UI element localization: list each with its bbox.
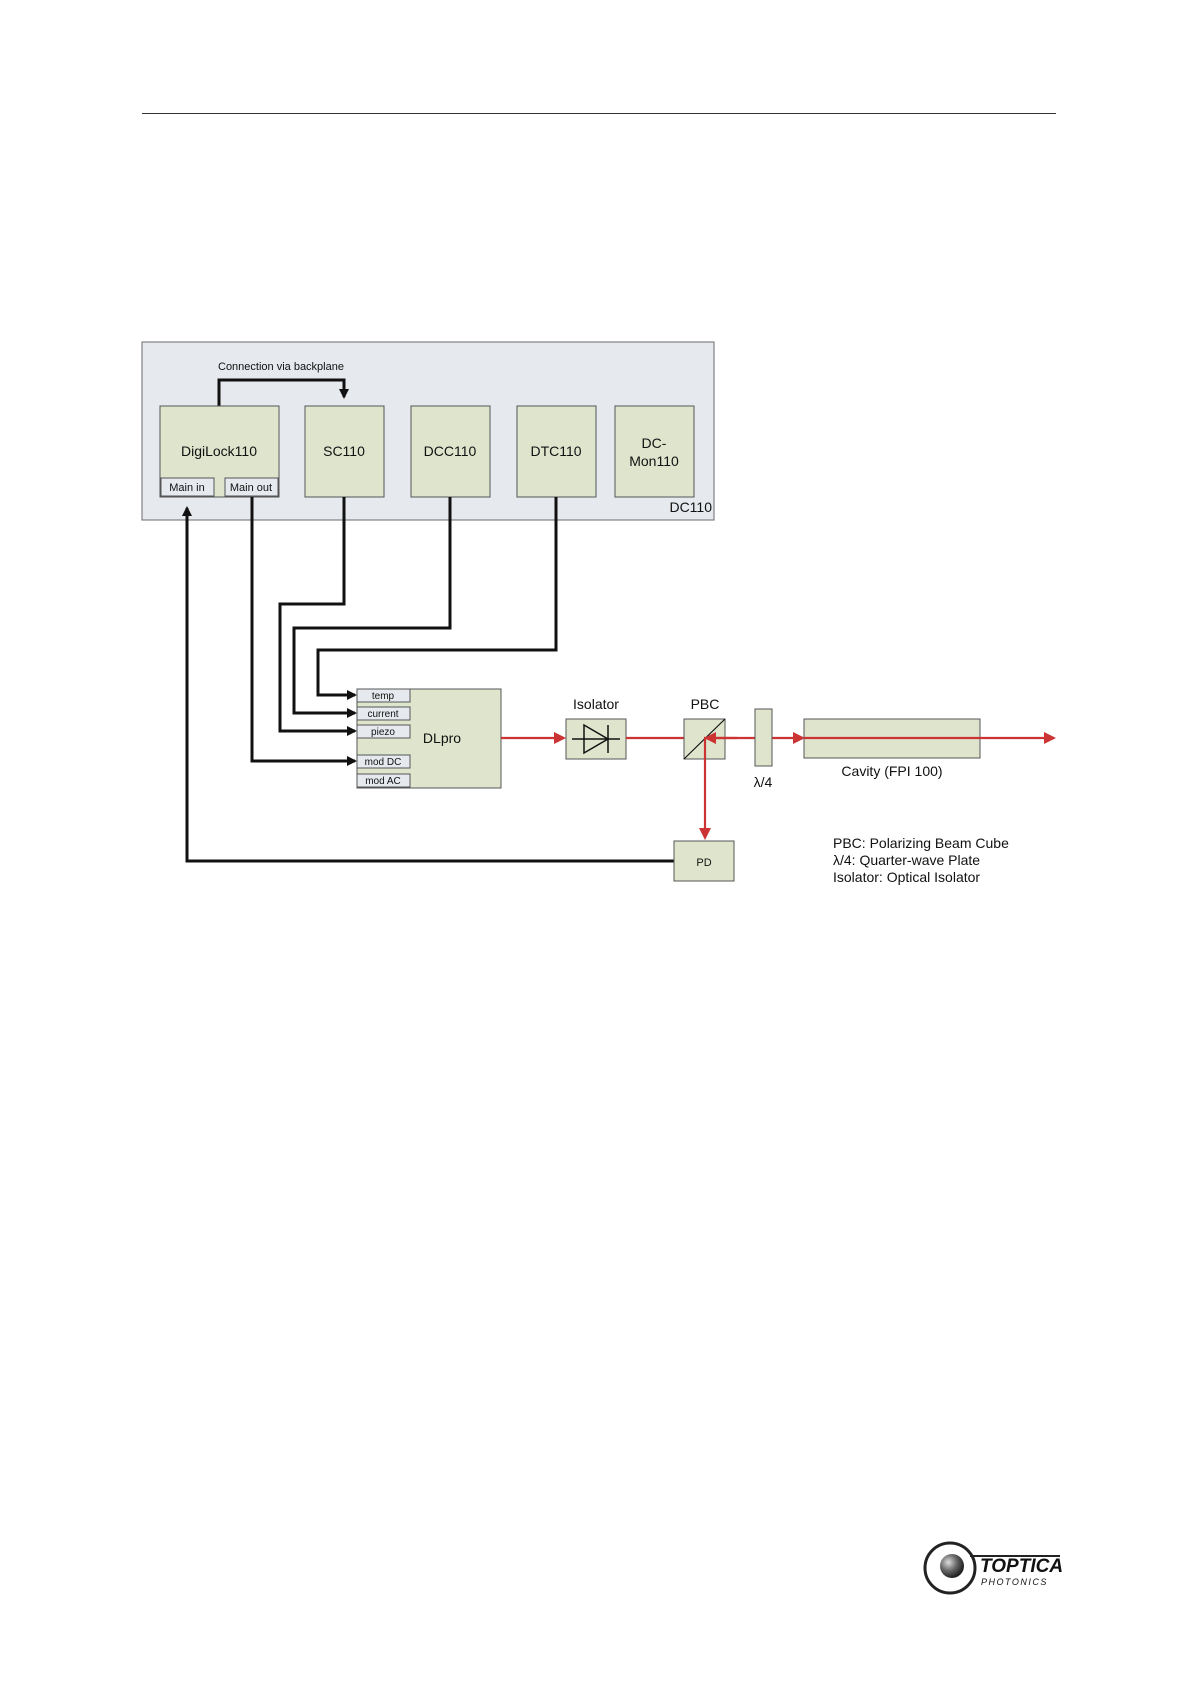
logo-sphere-icon [940,1554,964,1578]
legend-isolator: Isolator: Optical Isolator [833,869,980,885]
legend-waveplate: λ/4: Quarter-wave Plate [833,852,980,868]
main-out-label: Main out [230,482,272,494]
dlpro-label: DLpro [423,730,461,746]
isolator-label: Isolator [573,696,619,712]
rack-label: DC110 [669,499,712,515]
dlpro-input-mod-dc-label: mod DC [365,757,402,768]
cavity-label: Cavity (FPI 100) [841,763,942,779]
legend-pbc: PBC: Polarizing Beam Cube [833,835,1009,851]
dcmon110-label-line1: DC- [642,435,667,451]
sc110-label: SC110 [323,443,365,459]
dlpro-input-mod-ac-label: mod AC [365,776,401,787]
dcc110-label: DCC110 [424,443,477,459]
wire-pd-to-mainin [187,508,674,861]
dcmon110-module [615,406,694,497]
dtc110-label: DTC110 [530,443,581,459]
quarter-wave-plate [755,709,772,766]
logo-name: TOPTICA [980,1556,1062,1577]
toptica-logo: TOPTICA PHOTONICS [922,1538,1062,1598]
wire-dtc-to-temp [318,497,556,695]
pbc-label: PBC [691,696,720,712]
waveplate-label: λ/4 [754,774,773,790]
dlpro-input-piezo-label: piezo [371,727,395,738]
main-in-label: Main in [169,482,204,494]
dcmon110-label-line2: Mon110 [629,453,679,469]
logo-sub: PHOTONICS [981,1577,1048,1587]
pd-label: PD [696,857,711,869]
dlpro-input-current-label: current [367,709,398,720]
dlpro-input-temp-label: temp [372,691,395,702]
backplane-label: Connection via backplane [218,361,344,373]
digilock-label: DigiLock110 [181,443,257,459]
